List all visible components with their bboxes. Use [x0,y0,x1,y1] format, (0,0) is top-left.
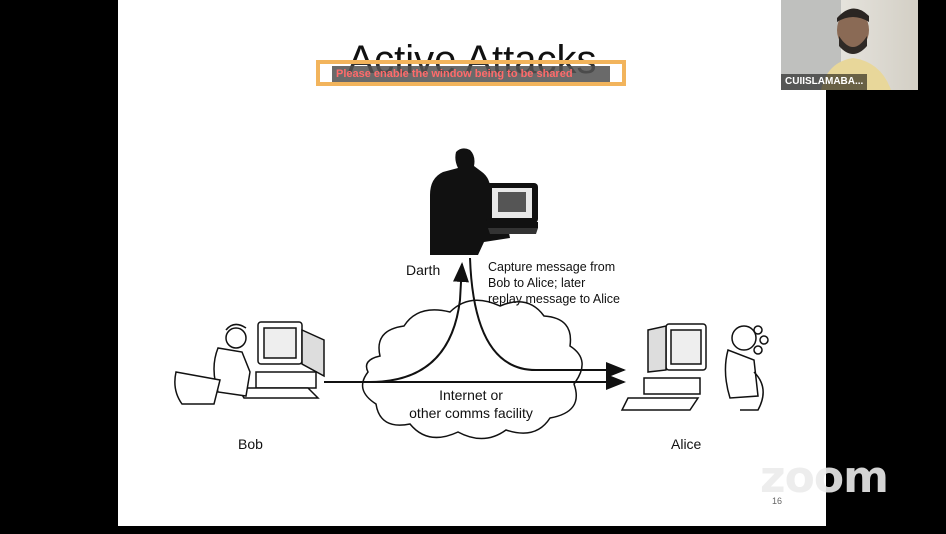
alice-label: Alice [671,436,702,452]
darth-label: Darth [406,262,441,278]
replay-arrow [469,257,626,378]
alice-figure [620,323,769,411]
capture-arrow [369,262,469,383]
participant-video-tile[interactable]: CUIISLAMABA... [781,0,918,90]
zoom-watermark-logo: zoom [760,452,889,503]
caption-line: replay message to Alice [488,292,621,306]
share-warning-banner: Please enable the window being to be sha… [316,60,626,86]
bob-figure [174,321,325,405]
cloud-label-line: other comms facility [409,405,533,421]
presentation-slide: Active Attacks Please enable the window … [118,0,826,526]
internet-cloud [361,299,583,440]
bob-label: Bob [238,436,263,452]
darth-figure [430,148,538,255]
cloud-label-line: Internet or [439,387,503,403]
share-warning-text: Please enable the window being to be sha… [332,66,610,82]
slide-number: 16 [771,496,782,506]
active-attack-diagram [174,148,769,440]
participant-name: CUIISLAMABA... [781,74,868,90]
caption-line: Bob to Alice; later [488,276,586,290]
cloud-label: Internet or other comms facility [380,386,562,422]
caption-line: Capture message from [488,260,616,274]
attack-caption: Capture message from Bob to Alice; later… [488,259,620,307]
